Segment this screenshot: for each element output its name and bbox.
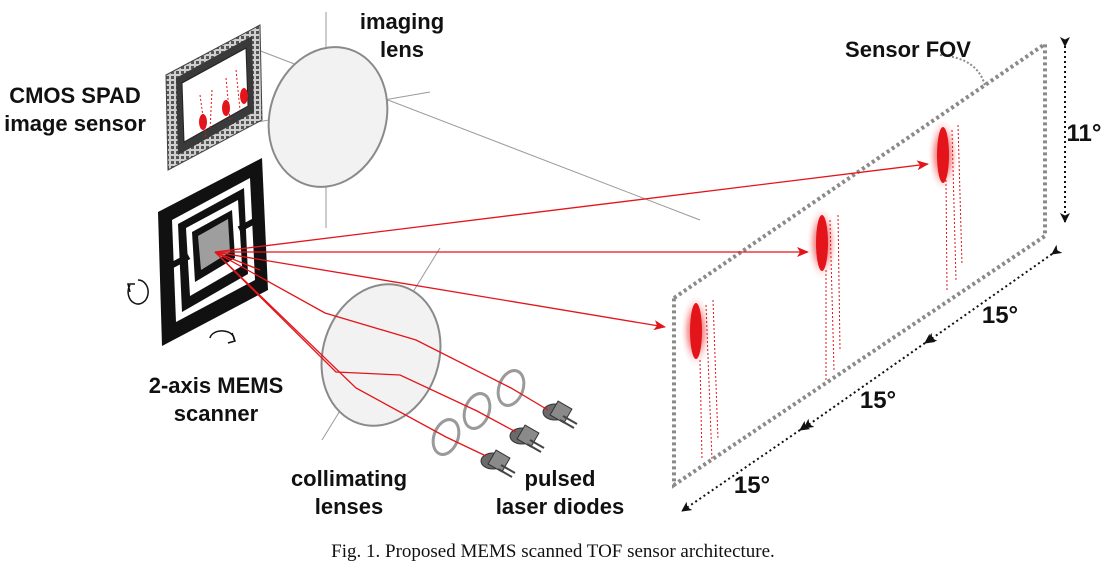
mems-scanner (158, 158, 268, 346)
laser-beams-in (214, 251, 549, 457)
small-collimating-lenses (431, 369, 526, 456)
imaging-lens (267, 46, 389, 188)
figure-caption: Fig. 1. Proposed MEMS scanned TOF sensor… (331, 541, 775, 562)
fov-dimension-arrows (681, 37, 1070, 512)
mems-label-line2: scanner (174, 401, 259, 426)
horizontal-fov-label-right: 15° (982, 302, 1018, 329)
sensor-fov-frame (672, 40, 1047, 489)
imaging-lens-label-line2: lens (380, 37, 424, 62)
sensor-label-line2: image sensor (4, 111, 146, 136)
fov-pointer-arrow (939, 54, 986, 87)
diodes-label-line1: pulsed (525, 466, 596, 491)
sensor-label-line1: CMOS SPAD (9, 83, 141, 108)
horizontal-fov-label-middle: 15° (860, 387, 896, 414)
collimating-label-line1: collimating (291, 466, 407, 491)
collimating-label-line2: lenses (315, 494, 384, 519)
mems-rotation-arrows (127, 279, 236, 344)
vertical-fov-label: 11° (1067, 120, 1102, 147)
imaging-lens-label-line1: imaging (360, 9, 444, 34)
laser-diode (542, 400, 578, 429)
collimating-lens (320, 283, 442, 427)
laser-spot (680, 293, 719, 461)
laser-diode (509, 424, 545, 453)
mems-label-line1: 2-axis MEMS (149, 373, 284, 398)
sensor-fov-label: Sensor FOV (845, 37, 971, 62)
laser-beams-out (214, 160, 929, 331)
diodes-label-line2: laser diodes (496, 494, 624, 519)
horizontal-fov-label-left: 15° (734, 472, 770, 499)
cmos-spad-sensor (165, 24, 263, 171)
laser-spot (927, 117, 963, 291)
laser-spot (806, 205, 841, 380)
laser-diode (480, 449, 516, 478)
